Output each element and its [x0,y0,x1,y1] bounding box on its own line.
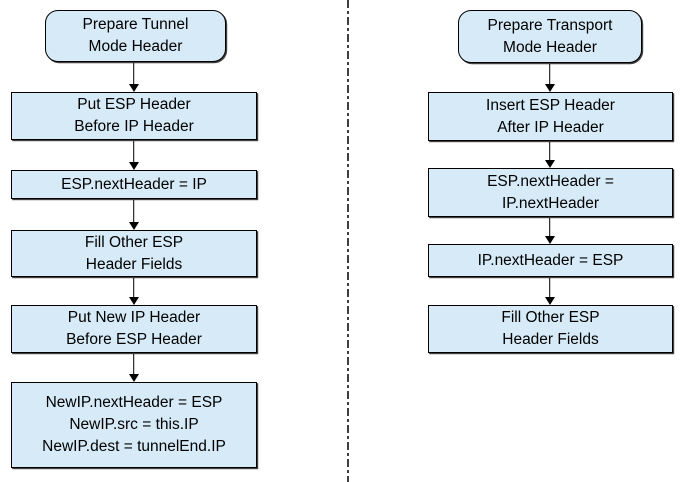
node-put-esp-header-before-ip-header: Put ESP Header Before IP Header [11,92,257,140]
node-text-line: NewIP.src = this.IP [69,416,199,433]
node-text-line: Prepare Tunnel [82,16,189,33]
node-text-line: Header Fields [502,331,599,348]
node-text-line: Prepare Transport [487,16,613,34]
down-arrow-connector [128,200,139,230]
node-put-new-ip-header-before-esp-header: Put New IP Header Before ESP Header [11,305,257,353]
node-text-line: ESP.nextHeader = [487,172,614,190]
node-text-line: NewIP.nextHeader = ESP [45,394,223,411]
down-arrow-connector [128,63,139,92]
node-fill-other-esp-header-fields: Fill Other ESP Header Fields [11,230,257,277]
node-text-line: Header Fields [85,255,183,273]
node-ip-nextheader-esp: IP.nextHeader = ESP [428,244,673,277]
node-newip-assignments: NewIP.nextHeader = ESP NewIP.src = this.… [11,382,257,468]
node-fill-other-esp-header-fields: Fill Other ESP Header Fields [428,305,673,353]
node-prepare-tunnel-mode-header: Prepare Tunnel Mode Header [45,10,226,62]
node-text-line: NewIP.dest = tunnelEnd.IP [42,438,226,455]
down-arrow-connector [128,278,139,305]
down-arrow-connector [544,64,555,92]
node-text-line: Mode Header [503,38,597,56]
node-text-line: Put New IP Header [67,309,201,326]
node-text-line: Before ESP Header [66,331,202,348]
down-arrow-connector [128,354,139,382]
down-arrow-connector [544,142,555,168]
node-text-line: Insert ESP Header [486,96,615,114]
node-text-line: After IP Header [497,118,604,136]
node-esp-nextheader-ip: ESP.nextHeader = IP [11,170,257,199]
node-esp-nextheader-ip-nextheader: ESP.nextHeader = IP.nextHeader [428,168,673,217]
down-arrow-connector [128,141,139,170]
node-text-line: ESP.nextHeader = IP [61,175,207,193]
node-text-line: Fill Other ESP [501,309,600,326]
node-text-line: IP.nextHeader = ESP [477,251,624,269]
down-arrow-connector [544,278,555,305]
node-insert-esp-header-after-ip-header: Insert ESP Header After IP Header [428,92,673,141]
node-text-line: IP.nextHeader [501,194,600,212]
node-text-line: Fill Other ESP [84,233,184,251]
dashed-divider-line [347,0,349,482]
node-prepare-transport-mode-header: Prepare Transport Mode Header [458,10,642,63]
node-text-line: Mode Header [88,38,183,55]
node-text-line: Put ESP Header [77,96,191,113]
down-arrow-connector [544,218,555,244]
node-text-line: Before IP Header [74,118,194,135]
